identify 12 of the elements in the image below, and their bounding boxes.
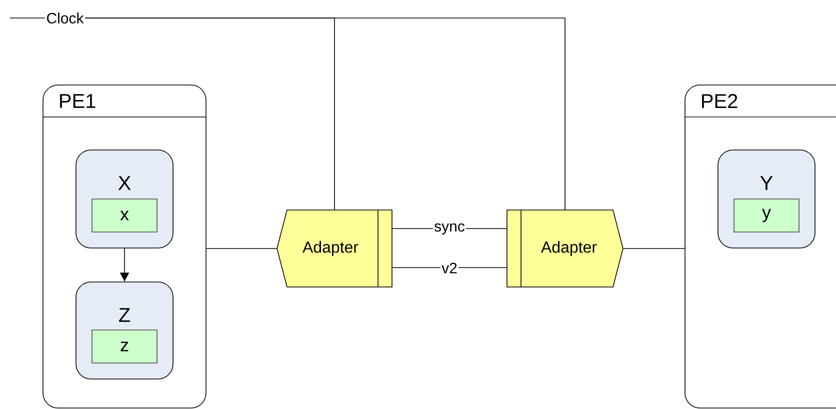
- edge-label: sync: [433, 222, 466, 236]
- connector: [206, 248, 277, 249]
- signal-label: Clock: [47, 12, 84, 24]
- connector: [84, 18, 566, 210]
- adapter-block: Adapter: [506, 210, 624, 288]
- edge-label: v2: [440, 262, 458, 274]
- variable-box: y: [734, 198, 800, 232]
- variable-box: x: [92, 198, 158, 232]
- connector: [392, 267, 507, 268]
- variable-box: z: [92, 330, 158, 364]
- connector: [623, 248, 685, 249]
- adapter-block: Adapter: [276, 210, 392, 288]
